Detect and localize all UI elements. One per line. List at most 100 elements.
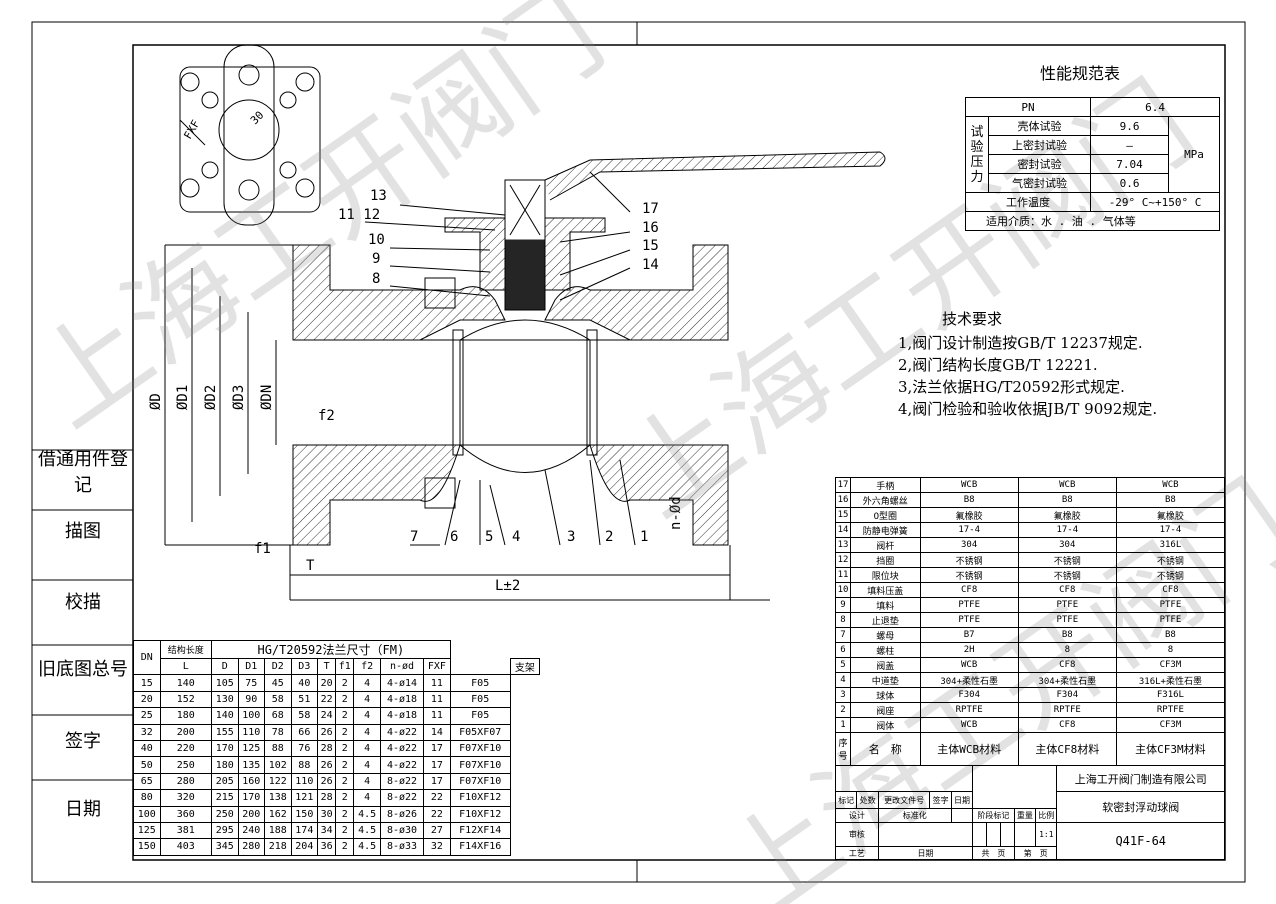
outer-border (31, 21, 1246, 883)
dim-f2: f2 (318, 408, 335, 424)
table-cell: PTFE (919, 597, 1019, 613)
table-cell: 4-ø18 (379, 690, 425, 709)
table-cell: 13 (835, 537, 851, 553)
table-cell: 90 (237, 690, 266, 709)
test-pressure-label: 试验压力 (965, 116, 989, 193)
reg-lines (32, 509, 133, 781)
table-cell: 65 (133, 772, 161, 791)
table-cell: 14 (835, 522, 851, 538)
table-cell: 22 (423, 789, 451, 807)
table-cell: 防静电弹簧 (850, 522, 921, 538)
table-cell: 26 (317, 723, 337, 741)
reg-date: 日期 (65, 799, 101, 820)
column-header: T (317, 657, 337, 676)
table-cell: 4.5 (353, 805, 381, 823)
test-value: 9.6 (1090, 116, 1169, 136)
column-header: 主体CF3M材料 (1115, 732, 1226, 766)
table-cell: O型圈 (850, 507, 921, 523)
unit: MPa (1168, 116, 1220, 193)
table-cell: 4-ø14 (379, 674, 425, 692)
spec-title: 性能规范表 (1040, 64, 1121, 83)
table-cell: PTFE (1017, 612, 1117, 628)
table-cell: F07XF10 (449, 756, 511, 774)
tech-item: 4,阀门检验和验收依据JB/T 9092规定. (898, 400, 1158, 418)
table-cell: 125 (237, 739, 266, 758)
dim-D: ØD (148, 393, 164, 410)
table-cell: 2 (335, 805, 355, 823)
table-cell: PTFE (1115, 612, 1226, 628)
table-cell: 58 (264, 690, 292, 709)
table-cell: 162 (264, 805, 292, 823)
table-cell: 阀座 (850, 702, 921, 718)
table-cell: 122 (264, 772, 292, 791)
table-cell: 8 (1115, 642, 1226, 658)
part-label: 11 12 (338, 207, 380, 223)
table-cell: CF8 (1017, 717, 1117, 733)
table-cell: 4 (353, 789, 381, 807)
table-cell: WCB (1017, 477, 1117, 493)
reg-trace: 描图 (65, 521, 101, 542)
table-cell: 8-ø26 (379, 805, 425, 823)
table-cell: 345 (211, 838, 239, 856)
tb-label: 第 页 (1013, 846, 1058, 860)
table-cell: 174 (290, 821, 319, 840)
part-label: 16 (642, 220, 659, 236)
table-cell: 250 (211, 805, 239, 823)
dim-L: L±2 (495, 578, 520, 594)
part-label: 1 (640, 529, 648, 545)
column-header: n-ød (379, 657, 425, 676)
table-cell: F304 (919, 687, 1019, 703)
table-cell: 4-ø18 (379, 707, 425, 725)
table-cell: 36 (317, 838, 337, 856)
table-cell: 150 (133, 838, 161, 856)
part-label: 10 (368, 232, 385, 248)
table-cell: 66 (290, 723, 319, 741)
table-cell: 填料 (850, 597, 921, 613)
part-label: 5 (485, 529, 493, 545)
table-cell: 4 (353, 772, 381, 791)
table-cell: WCB (919, 657, 1019, 673)
table-cell: 102 (264, 756, 292, 774)
col-dn: DN (133, 639, 161, 676)
table-cell: 4 (835, 672, 851, 688)
table-cell: 58 (290, 707, 319, 725)
table-cell: 8-ø22 (379, 772, 425, 791)
table-cell: B7 (919, 627, 1019, 643)
part-label: 17 (642, 201, 659, 217)
table-cell: 4 (353, 707, 381, 725)
table-cell: 2 (835, 702, 851, 718)
table-cell: 2H (919, 642, 1019, 658)
table-cell: 8-ø33 (379, 838, 425, 856)
table-cell: 4 (353, 690, 381, 709)
company-name: 上海工开阀门制造有限公司 (1056, 765, 1225, 792)
table-cell: 28 (317, 739, 337, 758)
part-label: 9 (372, 251, 380, 267)
table-cell: 不锈钢 (919, 567, 1019, 583)
table-cell: 氟橡胶 (1017, 507, 1117, 523)
model-number: Q41F-64 (1056, 822, 1225, 860)
table-cell: 15 (133, 674, 161, 692)
table-cell: 50 (133, 756, 161, 774)
table-cell: 16 (835, 492, 851, 508)
table-cell: 2 (335, 690, 355, 709)
table-cell: CF8 (1017, 582, 1117, 598)
tech-title: 技术要求 (942, 310, 1003, 328)
temp-value: -29° C~+150° C (1090, 192, 1220, 212)
table-cell: 不锈钢 (1115, 552, 1226, 568)
table-cell: RPTFE (919, 702, 1019, 718)
test-value: 0.6 (1090, 173, 1169, 193)
table-cell: 11 (423, 707, 451, 725)
table-cell: F07XF10 (449, 739, 511, 758)
table-cell: 140 (211, 707, 239, 725)
table-cell: 22 (317, 690, 337, 709)
table-cell: 2 (335, 674, 355, 692)
